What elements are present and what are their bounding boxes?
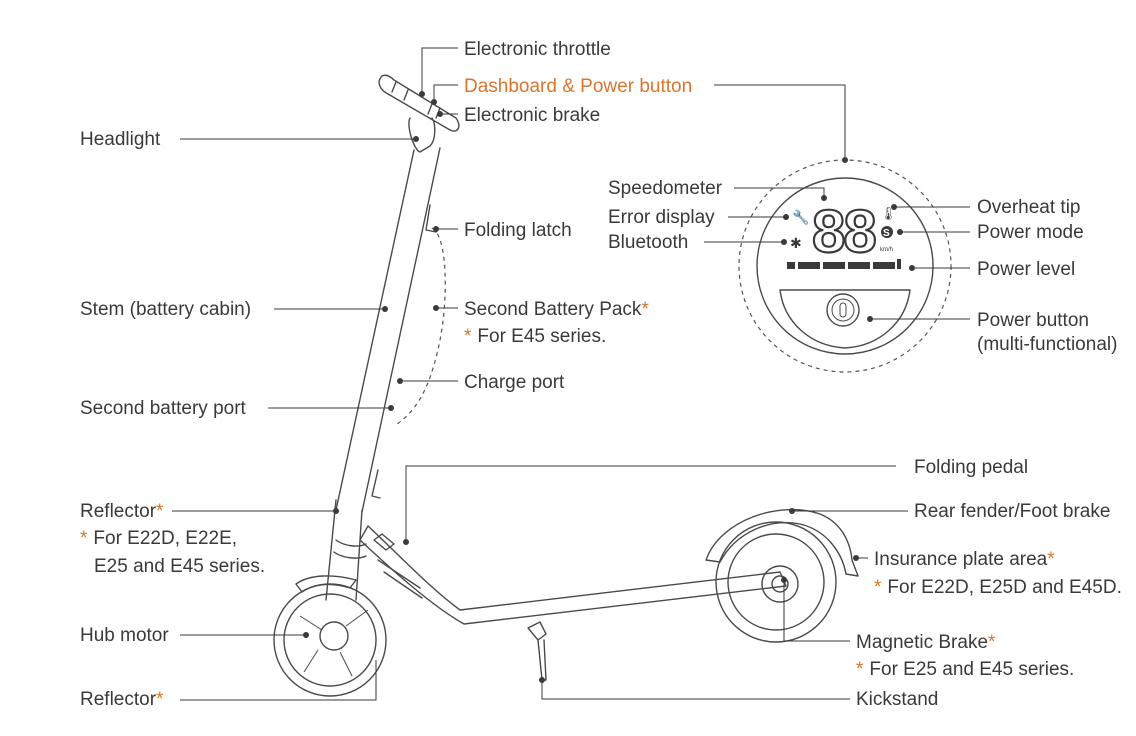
stem [335, 147, 441, 513]
label-bluetooth: Bluetooth [608, 232, 688, 253]
rear-fender [705, 508, 859, 577]
leader-lines [172, 47, 970, 701]
label-speedometer: Speedometer [608, 178, 723, 199]
label-folding-latch: Folding latch [464, 220, 572, 241]
deck [359, 525, 787, 625]
label-reflector-bottom: Reflector* [80, 689, 164, 710]
note-reflector-top-1: *For E22D, E22E, [80, 528, 237, 549]
label-overheat-tip: Overheat tip [977, 197, 1081, 218]
front-fork [295, 499, 367, 601]
speed-digits: 88 [812, 198, 875, 265]
power-mode-icon [881, 226, 893, 238]
wrench-icon: 🔧 [792, 208, 809, 226]
speed-unit: km/h [880, 247, 893, 253]
label-charge-port: Charge port [464, 372, 565, 393]
dashboard-detail: 88 km/h 🔧 ✱ 🌡 S [738, 159, 952, 373]
bluetooth-icon: ✱ [790, 235, 802, 251]
rear-wheel [715, 521, 837, 643]
label-power-button-2: (multi-functional) [977, 334, 1117, 355]
label-second-battery-pack: Second Battery Pack* [464, 299, 649, 320]
label-dashboard-power-button: Dashboard & Power button [464, 76, 692, 97]
label-power-button-1: Power button [977, 310, 1089, 331]
note-insurance-plate: *For E22D, E25D and E45D. [874, 577, 1122, 598]
power-level-bar [787, 259, 901, 269]
label-reflector-top: Reflector* [80, 501, 164, 522]
label-insurance-plate: Insurance plate area* [874, 549, 1055, 570]
label-electronic-throttle: Electronic throttle [464, 39, 611, 60]
front-wheel [273, 583, 387, 697]
scooter-illustration [273, 74, 859, 697]
label-headlight: Headlight [80, 129, 161, 150]
dashboard-bezel [756, 177, 934, 355]
power-mode-badge: S [883, 228, 890, 239]
note-reflector-top-2: E25 and E45 series. [94, 556, 265, 577]
label-rear-fender: Rear fender/Foot brake [914, 501, 1110, 522]
note-magnetic-brake: *For E25 and E45 series. [856, 659, 1074, 680]
label-hub-motor: Hub motor [80, 625, 169, 646]
label-error-display: Error display [608, 207, 715, 228]
label-second-battery-port: Second battery port [80, 398, 247, 419]
handlebar [378, 74, 460, 153]
power-button[interactable] [826, 293, 860, 327]
label-stem: Stem (battery cabin) [80, 299, 251, 320]
label-electronic-brake: Electronic brake [464, 105, 600, 126]
kickstand [527, 621, 547, 681]
power-button-panel [779, 289, 911, 349]
label-folding-pedal: Folding pedal [914, 457, 1028, 478]
labels: Electronic throttle Dashboard & Power bu… [80, 39, 1122, 710]
note-second-battery-pack: *For E45 series. [464, 326, 606, 347]
thermometer-icon: 🌡 [880, 206, 897, 221]
label-kickstand: Kickstand [856, 689, 938, 710]
label-power-mode: Power mode [977, 222, 1084, 243]
label-power-level: Power level [977, 259, 1075, 280]
label-magnetic-brake: Magnetic Brake* [856, 632, 996, 653]
second-battery-pack-outline [393, 227, 446, 427]
